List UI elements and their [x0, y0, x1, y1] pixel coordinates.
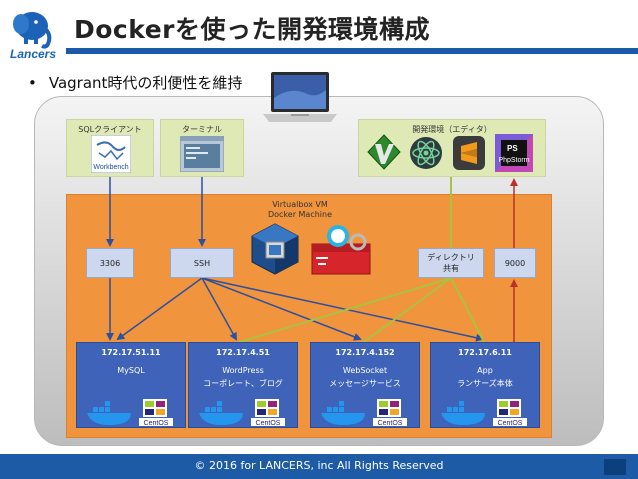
editor-label: 開発環境（エディタ）	[412, 125, 492, 134]
container-ip: 172.17.51.11	[101, 348, 161, 357]
logo-text: Lancers	[10, 47, 56, 61]
docker-whale-icon	[87, 401, 131, 425]
centos-icon: CentOS	[251, 399, 285, 427]
phpstorm-text: PhpStorm	[498, 157, 529, 164]
svg-text:Workbench: Workbench	[93, 164, 128, 171]
mysql-workbench-icon: Workbench	[91, 135, 131, 173]
centos-text: CentOS	[256, 420, 281, 427]
container-ip: 172.17.6.11	[458, 348, 512, 357]
container-ip: 172.17.4.51	[216, 348, 270, 357]
footer-accent	[604, 459, 626, 475]
atom-icon	[410, 137, 442, 169]
terminal-panel: ターミナル	[160, 119, 244, 177]
container-name: App	[477, 366, 493, 375]
docker-whale-icon	[321, 401, 365, 425]
vim-icon	[367, 134, 401, 170]
share-line1: ディレクトリ	[427, 253, 475, 262]
container-name: MySQL	[117, 366, 145, 375]
footer-bar	[0, 454, 638, 479]
bullet-item: • Vagrant時代の利便性を維持	[28, 72, 242, 93]
centos-text: CentOS	[144, 420, 169, 427]
sql-client-panel: SQLクライアント Workbench	[66, 119, 154, 177]
directory-share: ディレクトリ 共有	[418, 248, 484, 278]
centos-text: CentOS	[378, 420, 403, 427]
phpstorm-icon: PhpStorm PS	[495, 134, 533, 172]
bullet-text: Vagrant時代の利便性を維持	[48, 74, 243, 92]
container-ip: 172.17.4.152	[335, 348, 395, 357]
container-websocket: 172.17.4.152 WebSocket メッセージサービス CentOS	[310, 342, 420, 428]
terminal-window-icon	[180, 136, 224, 172]
container-logos: CentOS	[321, 399, 407, 427]
sql-client-label: SQLクライアント	[78, 125, 142, 134]
vm-title: Virtualbox VM Docker Machine	[240, 200, 360, 220]
centos-icon: CentOS	[139, 399, 173, 427]
container-wordpress: 172.17.4.51 WordPress コーポレート、ブログ CentOS	[188, 342, 298, 428]
virtualbox-icon	[251, 223, 299, 275]
title-underline	[66, 48, 638, 54]
bullet-dot: •	[28, 74, 37, 92]
port-ssh: SSH	[170, 248, 234, 278]
container-logos: CentOS	[441, 399, 527, 427]
vm-title-line1: Virtualbox VM	[272, 200, 328, 209]
centos-text: CentOS	[498, 420, 523, 427]
container-desc: メッセージサービス	[329, 379, 401, 388]
docker-whale-icon	[441, 401, 485, 425]
container-name: WebSocket	[342, 366, 388, 375]
docker-whale-icon	[199, 401, 243, 425]
editor-panel: 開発環境（エディタ） PhpStorm PS	[358, 119, 546, 177]
port-3306: 3306	[86, 248, 134, 278]
container-desc: コーポレート、ブログ	[203, 379, 283, 388]
centos-icon: CentOS	[373, 399, 407, 427]
docker-toolbox-icon	[311, 225, 371, 275]
container-logos: CentOS	[87, 399, 173, 427]
share-line2: 共有	[443, 264, 459, 273]
lancers-logo: Lancers	[10, 12, 56, 61]
elephant-logo-icon	[13, 12, 52, 49]
centos-icon: CentOS	[493, 399, 527, 427]
port-9000: 9000	[494, 248, 536, 278]
page-title: Dockerを使った開発環境構成	[74, 15, 430, 44]
vm-title-line2: Docker Machine	[267, 210, 333, 219]
container-desc: ランサーズ本体	[457, 379, 513, 388]
footer-copyright: © 2016 for LANCERS, inc All Rights Reser…	[194, 459, 444, 472]
svg-text:PS: PS	[507, 144, 518, 153]
container-logos: CentOS	[199, 399, 285, 427]
sublime-text-icon	[453, 136, 485, 170]
container-mysql: 172.17.51.11 MySQL CentOS	[76, 342, 186, 428]
container-name: WordPress	[222, 366, 264, 375]
terminal-label: ターミナル	[182, 125, 222, 134]
laptop-icon	[263, 72, 337, 122]
container-app: 172.17.6.11 App ランサーズ本体 CentOS	[430, 342, 540, 428]
